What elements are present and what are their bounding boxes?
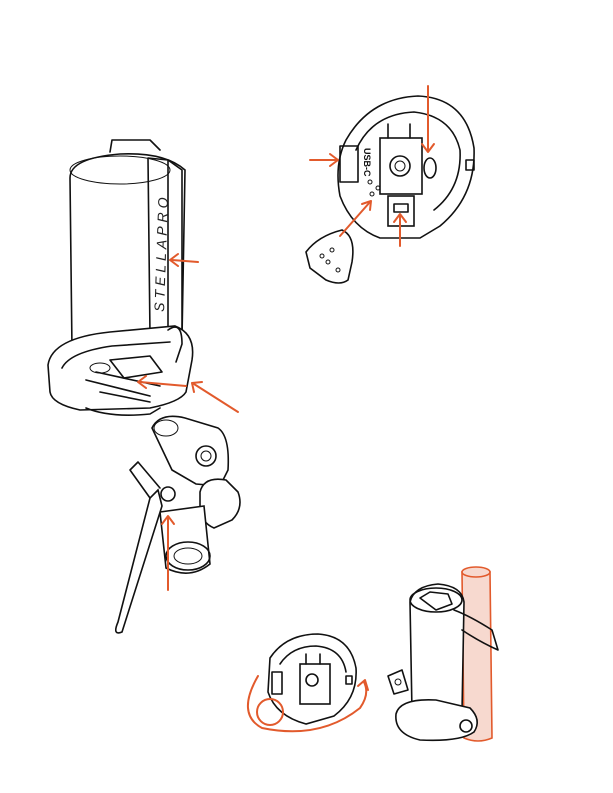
- usb-label: USB-C: [362, 148, 372, 177]
- cap-top-view: USB-C: [338, 96, 474, 238]
- cap-rotation-view: [248, 634, 368, 731]
- pole-mount-view: [388, 567, 498, 741]
- mount-clamp-illustration: [116, 416, 240, 633]
- light-body-illustration: STELLAPRO: [48, 140, 193, 415]
- battery-cover-piece: [306, 230, 353, 283]
